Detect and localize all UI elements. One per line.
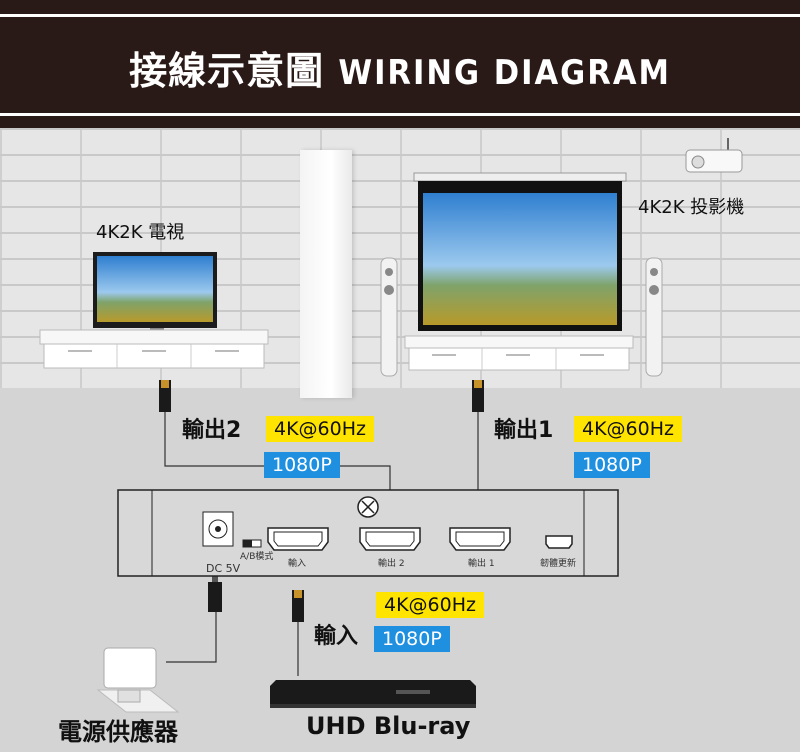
bluray-player-icon: [270, 680, 476, 708]
output2-label: 輸出2: [182, 418, 242, 443]
output1-tag-4k: 4K@60Hz: [574, 416, 682, 442]
banner-top-rule: [0, 14, 800, 17]
hdmi-splitter: [117, 489, 619, 577]
port-in-label: 輸入: [288, 559, 307, 569]
dc-connector: [208, 572, 222, 612]
port-out1-label: 輸出 1: [468, 559, 495, 569]
output2-tag-1080p: 1080P: [264, 452, 340, 478]
bluray-label: UHD Blu-ray: [306, 712, 471, 740]
screen-cabinet: [404, 335, 634, 371]
banner-bottom-rule: [0, 113, 800, 116]
tv-icon: [93, 252, 217, 334]
output1-tag-1080p: 1080P: [574, 452, 650, 478]
dc-label: DC 5V: [206, 562, 241, 575]
power-adapter-icon: [96, 647, 180, 713]
input-tag-4k: 4K@60Hz: [376, 592, 484, 618]
port-fw-label: 韌體更新: [540, 559, 577, 569]
output2-tag-4k: 4K@60Hz: [266, 416, 374, 442]
title-en: WIRING DIAGRAM: [338, 53, 671, 93]
header-banner: 接線示意圖 WIRING DIAGRAM: [0, 0, 800, 128]
page-title: 接線示意圖 WIRING DIAGRAM: [0, 40, 800, 95]
projector-label: 4K2K 投影機: [638, 197, 745, 218]
power-supply-label: 電源供應器: [58, 718, 178, 746]
title-zh: 接線示意圖: [129, 49, 325, 93]
port-out2-label: 輸出 2: [378, 559, 405, 569]
wall-pillar: [300, 150, 352, 398]
projector-screen-icon: [413, 172, 627, 331]
tv-label: 4K2K 電視: [96, 222, 185, 243]
output1-label: 輸出1: [494, 418, 554, 443]
speaker-left-icon: [380, 257, 398, 377]
hdmi-connector-out2: [159, 380, 171, 412]
tv-cabinet: [39, 329, 269, 369]
hdmi-connector-in: [292, 590, 304, 622]
input-tag-1080p: 1080P: [374, 626, 450, 652]
projector-icon: [685, 138, 743, 173]
ab-mode-label: A/B模式: [240, 552, 274, 562]
input-label: 輸入: [314, 624, 359, 649]
hdmi-connector-out1: [472, 380, 484, 412]
speaker-right-icon: [645, 257, 663, 377]
